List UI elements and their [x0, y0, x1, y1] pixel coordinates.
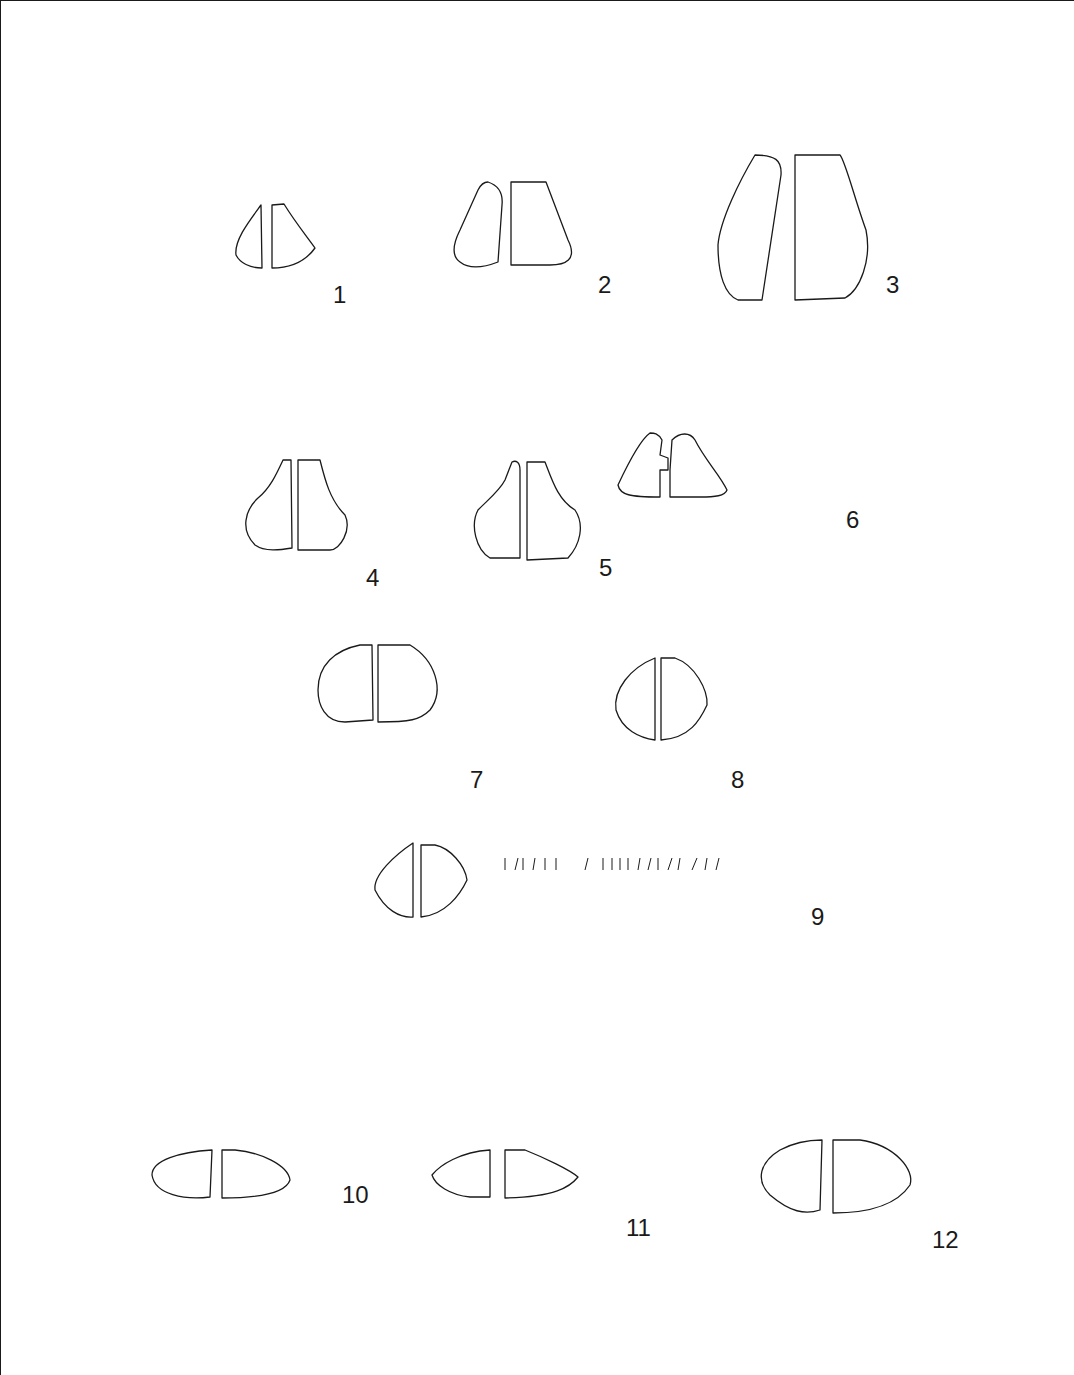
tick-mark — [658, 858, 659, 870]
callout-number: 3 — [886, 273, 899, 297]
callout-number: 7 — [470, 768, 483, 792]
tick-mark — [533, 858, 535, 870]
section-drawing — [152, 155, 911, 1213]
tick-mark — [523, 858, 524, 870]
tick-mark — [612, 858, 613, 870]
callout-number: 1 — [333, 283, 346, 307]
tick-mark — [705, 858, 707, 870]
tick-mark — [620, 858, 621, 870]
tick-marks — [505, 858, 719, 870]
tick-mark — [668, 858, 672, 870]
tick-mark — [648, 858, 651, 870]
tick-mark — [603, 858, 604, 870]
tick-mark — [638, 858, 640, 870]
callout-number: 6 — [846, 508, 859, 532]
tick-mark — [505, 858, 506, 870]
frame-line — [0, 0, 1074, 1]
callout-number: 8 — [731, 768, 744, 792]
callout-number: 4 — [366, 566, 379, 590]
callout-number: 10 — [342, 1183, 369, 1207]
frame-line — [0, 0, 1, 1375]
tick-mark — [556, 858, 557, 870]
tick-mark — [678, 858, 680, 870]
tick-mark — [716, 858, 719, 870]
tick-mark — [585, 858, 588, 870]
tick-mark — [545, 858, 546, 870]
callout-number: 2 — [598, 273, 611, 297]
tick-mark — [515, 858, 518, 870]
tick-mark — [692, 858, 697, 870]
callout-number: 5 — [599, 556, 612, 580]
callout-number: 11 — [626, 1216, 651, 1240]
callout-number: 9 — [811, 905, 824, 929]
callout-number: 12 — [932, 1228, 959, 1252]
tick-mark — [628, 858, 629, 870]
